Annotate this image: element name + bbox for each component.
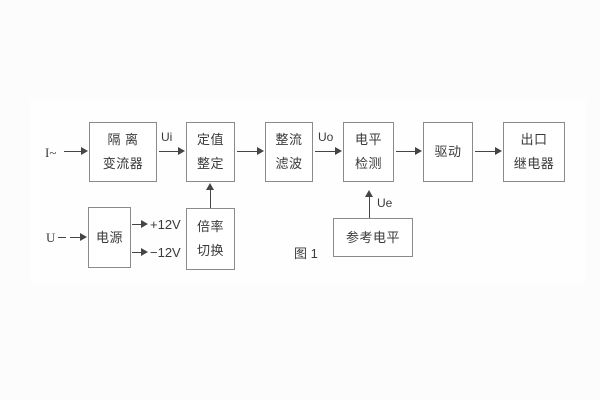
- block-label: 驱动: [434, 144, 462, 159]
- block-label: 继电器: [513, 156, 555, 171]
- block-isolation-transformer: 隔 离 变流器: [89, 122, 157, 182]
- minus12v-label: −12V: [150, 245, 181, 260]
- signal-ui-label: Ui: [161, 130, 173, 144]
- flow-arrow-input-to-isolation: [64, 147, 88, 155]
- input-voltage-label: U: [46, 230, 56, 245]
- block-label: 电平: [354, 132, 382, 147]
- block-label: 出口: [520, 132, 548, 147]
- flow-arrow-level-to-drive: [396, 147, 422, 155]
- flow-arrow-rectifier-to-level: [315, 147, 342, 155]
- block-label: 滤波: [275, 156, 303, 171]
- block-reference-level: 参考电平: [333, 218, 413, 257]
- block-drive: 驱动: [423, 122, 473, 182]
- block-label: 电源: [95, 229, 123, 245]
- signal-ue-label: Ue: [377, 196, 393, 210]
- signal-uo-label: Uo: [318, 130, 334, 144]
- block-label: 隔 离: [107, 132, 139, 147]
- block-rectifier-filter: 整流 滤波: [265, 122, 313, 182]
- block-output-relay: 出口 继电器: [503, 122, 565, 182]
- block-ratio-switch: 倍率 切换: [186, 208, 235, 270]
- flow-arrow-isolation-to-setting: [159, 147, 185, 155]
- block-label: 参考电平: [345, 229, 400, 245]
- block-label: 切换: [196, 243, 224, 258]
- block-label: 定值: [196, 132, 224, 147]
- flow-arrow-reference-to-level: [365, 190, 373, 218]
- flow-arrow-drive-to-relay: [475, 147, 502, 155]
- block-label: 整定: [196, 156, 224, 171]
- flow-arrow-u-to-power: [70, 233, 87, 241]
- input-current-label: I~: [45, 145, 57, 160]
- flow-arrow-setting-to-rectifier: [237, 147, 264, 155]
- plus12v-label: +12V: [150, 217, 181, 232]
- block-power-supply: 电源: [88, 207, 131, 268]
- block-level-detect: 电平 检测: [343, 122, 394, 182]
- block-label: 检测: [354, 156, 382, 171]
- u-input-dash: [58, 237, 66, 238]
- block-label: 整流: [275, 132, 303, 147]
- flow-arrow-plus12v: [132, 220, 148, 228]
- block-label: 变流器: [102, 156, 144, 171]
- block-setting-adjust: 定值 整定: [186, 122, 235, 182]
- block-label: 倍率: [196, 219, 224, 234]
- flow-arrow-minus12v: [132, 248, 148, 256]
- flow-arrow-ratio-to-setting: [206, 183, 214, 208]
- figure-caption: 图 1: [294, 246, 318, 261]
